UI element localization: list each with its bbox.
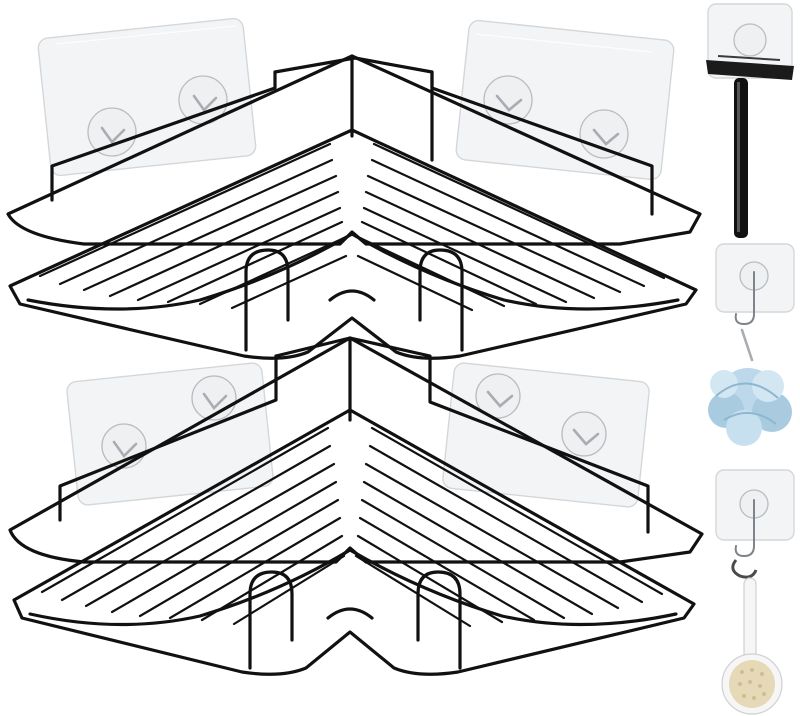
hook-with-bath-brush [715, 469, 795, 715]
top-basket-slats-left [38, 142, 348, 310]
bottom-right-adhesive-pad [442, 362, 650, 508]
top-right-adhesive-pad [455, 19, 675, 181]
top-basket-slats-right [356, 142, 666, 312]
top-left-adhesive-pad [37, 17, 257, 177]
bath-brush-icon [721, 577, 783, 715]
bottom-basket-slats-right [354, 426, 664, 628]
razor-holder-accessory [706, 3, 794, 238]
bath-pouf-icon [708, 368, 792, 446]
bottom-corner-basket [8, 336, 704, 676]
hook-with-bath-pouf [708, 243, 795, 446]
bottom-basket-slats-left [40, 426, 346, 626]
bottom-left-adhesive-pad [66, 362, 274, 506]
top-corner-basket [6, 17, 702, 360]
